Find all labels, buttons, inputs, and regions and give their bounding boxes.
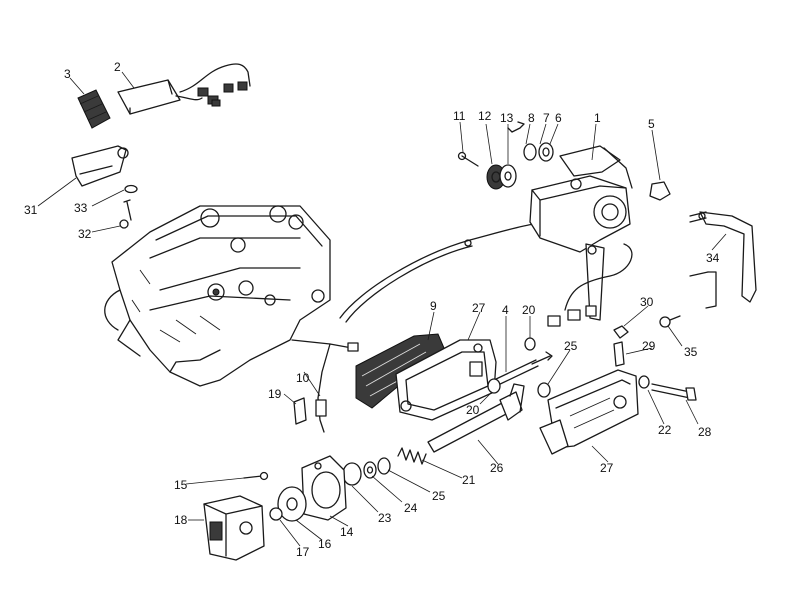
part-25-bearing-upper (537, 382, 551, 398)
callout-9: 9 (430, 299, 437, 313)
callout-4: 4 (502, 303, 509, 317)
engine-cylinder-head (104, 205, 331, 387)
callout-20b: 20 (466, 403, 480, 417)
part-25-washer-lower (377, 457, 391, 475)
callout-30: 30 (640, 295, 654, 309)
cable-loom (339, 223, 535, 323)
callout-24: 24 (404, 501, 418, 515)
callout-5: 5 (648, 117, 655, 131)
callout-28: 28 (698, 425, 712, 439)
callout-1: 1 (594, 111, 601, 125)
callout-16: 16 (318, 537, 332, 551)
part-20-ring-lower (487, 378, 501, 394)
part-16-disc (277, 486, 307, 522)
part-21-spring (397, 447, 427, 465)
callout-12: 12 (478, 109, 492, 123)
callout-27a: 27 (472, 301, 486, 315)
leader-lines (37, 71, 727, 547)
part-29-stud (613, 341, 625, 367)
callout-19: 19 (268, 387, 282, 401)
callout-32: 32 (78, 227, 92, 241)
callout-14: 14 (340, 525, 354, 539)
part-17-nut (269, 507, 283, 521)
callout-3: 3 (64, 67, 71, 81)
callout-17: 17 (296, 545, 310, 559)
part-11-screw (457, 151, 479, 167)
part-14-housing (301, 455, 347, 521)
part-26-shaft (427, 383, 525, 453)
part-13-rotor (499, 164, 517, 188)
callout-7: 7 (543, 111, 550, 125)
part-23-oring (342, 462, 362, 486)
part-34-bracket-arm (689, 211, 757, 309)
part-28-bolt (651, 383, 697, 401)
callout-21: 21 (462, 473, 476, 487)
callout-8: 8 (528, 111, 535, 125)
callout-18: 18 (174, 513, 188, 527)
part-33-washer (124, 184, 138, 194)
part-arrow-pin (531, 351, 553, 365)
callout-33: 33 (74, 201, 88, 215)
part-6-bushing (538, 142, 554, 162)
part-32-bolt (119, 199, 132, 229)
callout-labels: 1 2 3 4 5 6 7 8 9 10 11 12 13 14 15 16 1… (24, 60, 720, 559)
part-22-washer (638, 375, 650, 389)
callout-15: 15 (174, 478, 188, 492)
callout-23: 23 (378, 511, 392, 525)
part-3-block (77, 89, 111, 129)
part-18-block (203, 495, 265, 561)
part-4-pin (493, 359, 539, 387)
part-7-washer (523, 143, 537, 161)
callout-11: 11 (453, 109, 466, 123)
part-2-unit (117, 63, 251, 115)
callout-26: 26 (490, 461, 504, 475)
part-24-nut (363, 461, 377, 479)
callout-31: 31 (24, 203, 38, 217)
part-15-screw (243, 471, 269, 481)
callout-13: 13 (500, 111, 514, 125)
callout-22: 22 (658, 423, 672, 437)
callout-27b: 27 (600, 461, 614, 475)
part-1-main-assembly (529, 145, 633, 327)
part-19-sleeve (293, 397, 307, 425)
part-8-clip (507, 121, 525, 133)
part-20-ring-upper (524, 337, 536, 351)
part-35-bolt (659, 315, 681, 328)
part-30-nut (613, 325, 629, 339)
callout-29: 29 (642, 339, 656, 353)
callout-6: 6 (555, 111, 562, 125)
callout-2: 2 (114, 60, 121, 74)
part-5-nut (649, 181, 671, 201)
part-10-cable (291, 339, 359, 433)
callout-34: 34 (706, 251, 720, 265)
callout-35: 35 (684, 345, 698, 359)
callout-25b: 25 (432, 489, 446, 503)
part-31-bracket (71, 145, 129, 187)
callout-10: 10 (296, 371, 310, 385)
callout-20a: 20 (522, 303, 536, 317)
callout-25a: 25 (564, 339, 578, 353)
part-27-housing-lower (539, 369, 639, 455)
